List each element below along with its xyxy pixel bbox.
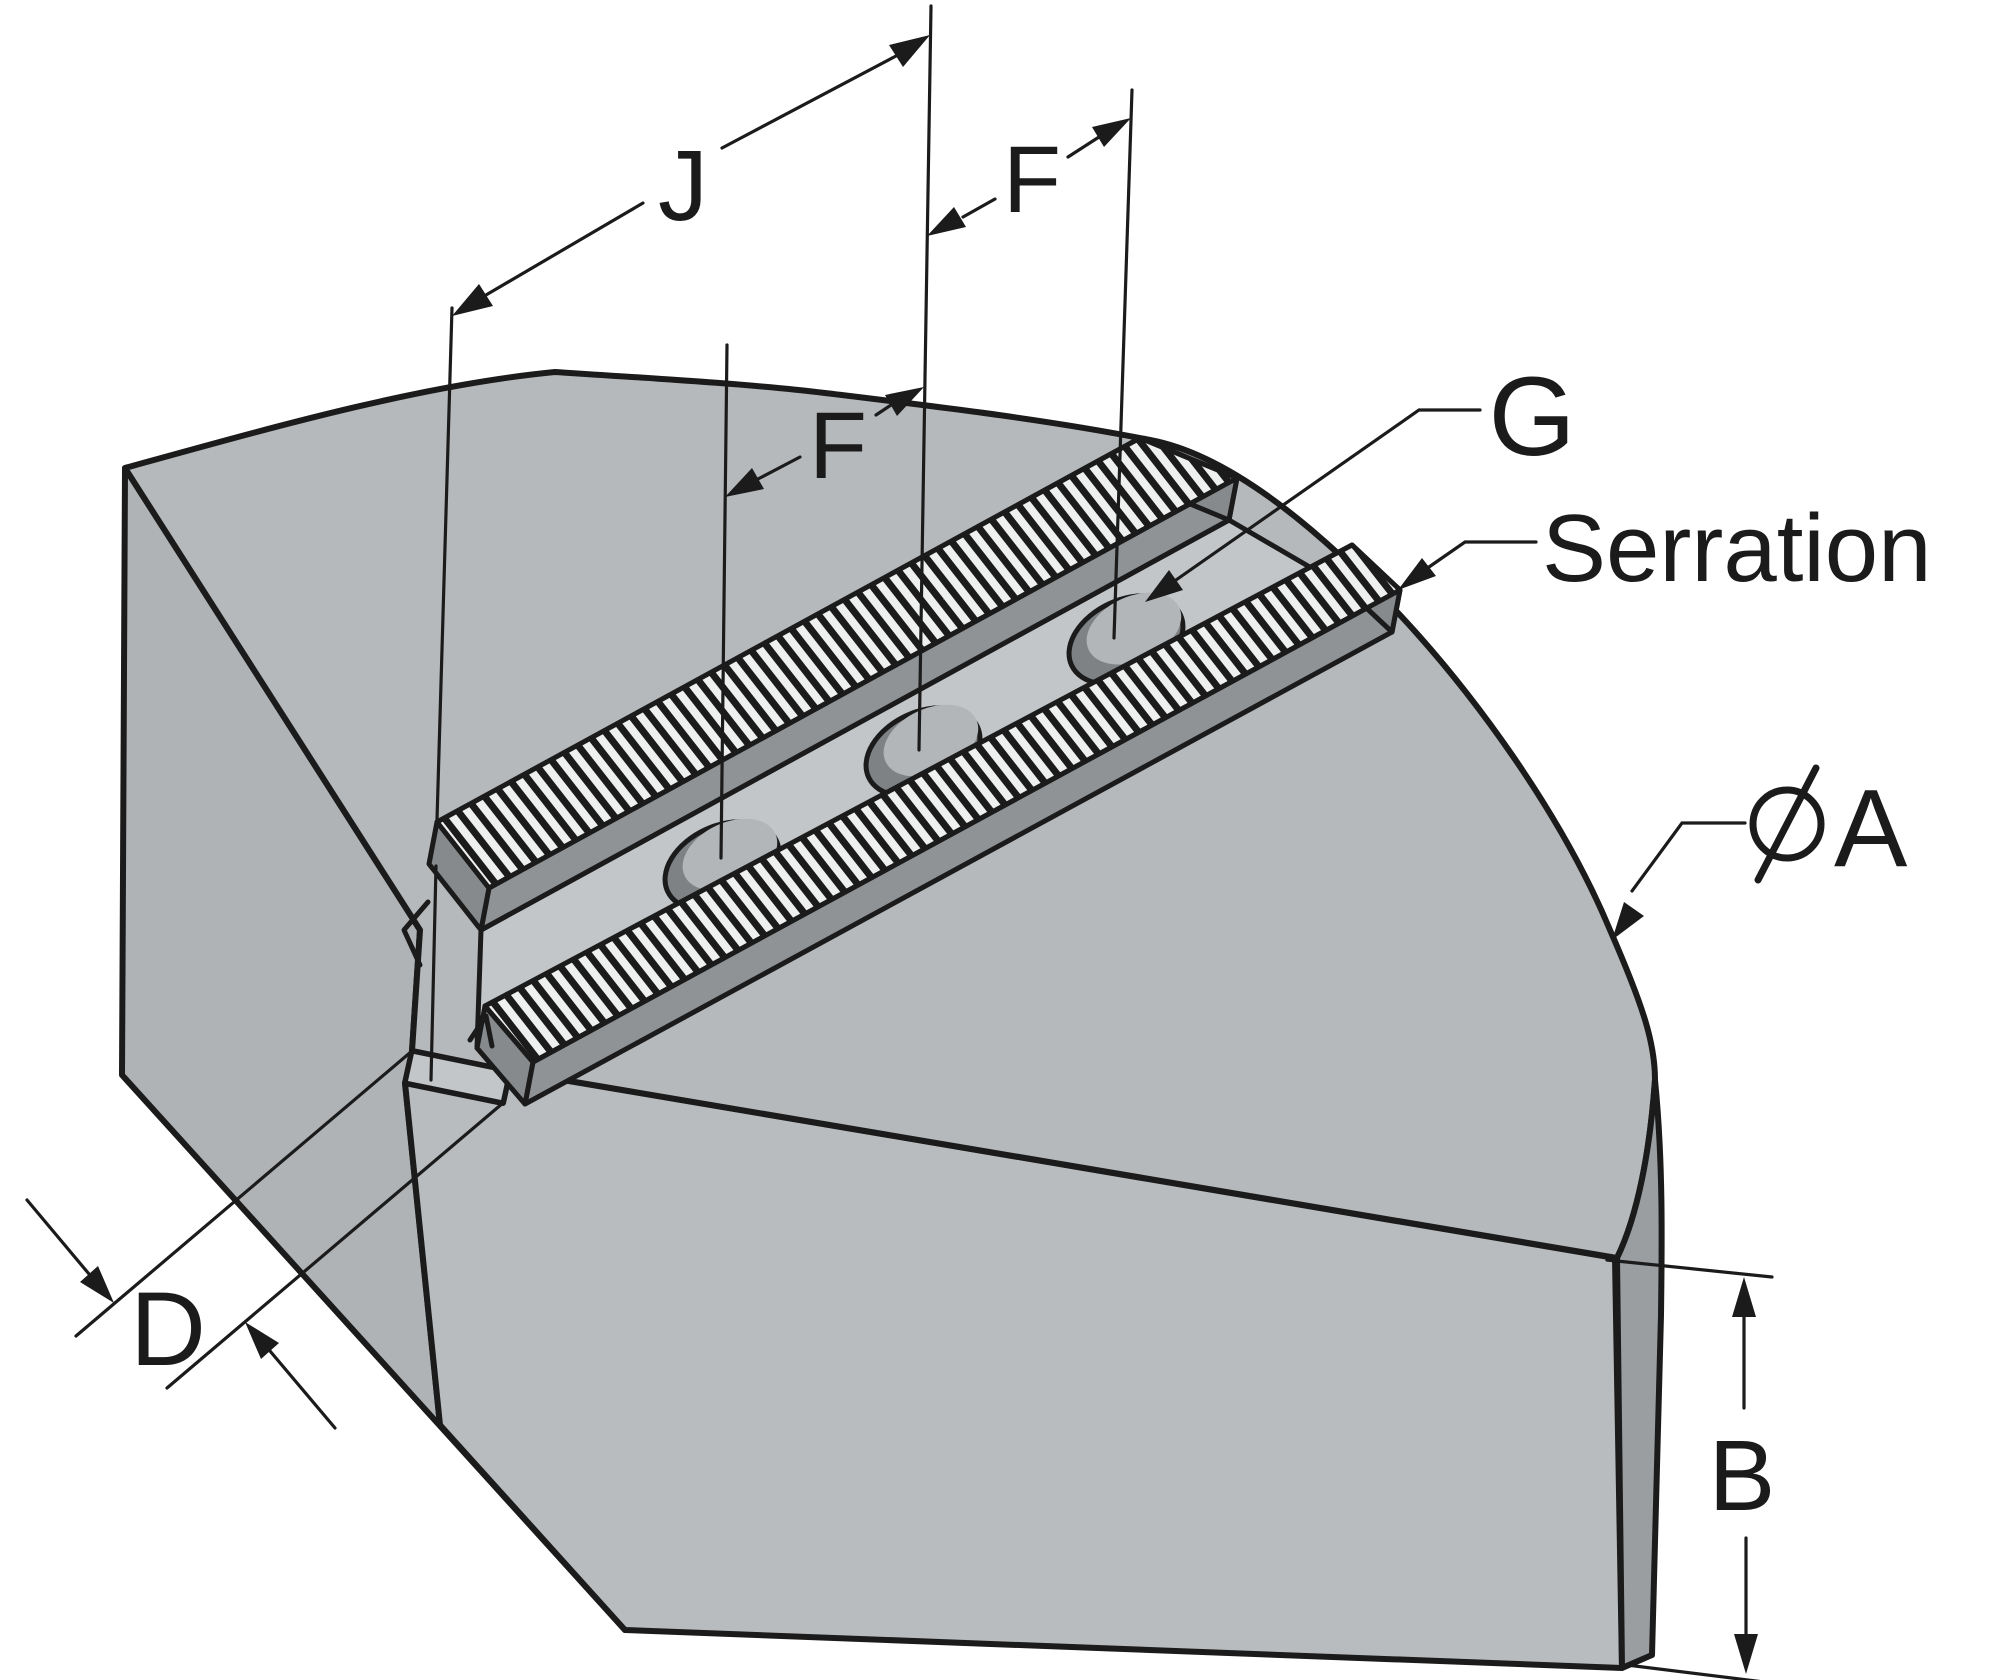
callout-serration-leader xyxy=(1427,540,1538,569)
dim-j-line-right xyxy=(720,54,898,150)
extension-line-step xyxy=(435,306,454,822)
callout-g-arrow xyxy=(1145,570,1183,602)
dim-b xyxy=(1605,1258,1774,1680)
dim-f-lower-line-right xyxy=(874,403,893,417)
callout-diameter-leader xyxy=(1630,821,1747,893)
callout-serration-arrow xyxy=(1398,558,1436,590)
callout-g xyxy=(1145,408,1482,602)
dim-f-lower-line-left xyxy=(756,455,802,481)
dim-f-upper-arrow-right xyxy=(1092,118,1131,147)
dim-j-arrow-left xyxy=(452,284,493,316)
callout-g-leader xyxy=(1174,408,1482,582)
serrated-rails xyxy=(401,435,1403,1107)
dim-f-lower-arrow-right xyxy=(885,387,924,416)
dim-d-arrow-lower xyxy=(245,1322,279,1359)
extension-lines xyxy=(429,4,1134,1082)
bolt-holes xyxy=(662,592,1186,913)
dim-d-arrow-upper xyxy=(80,1266,114,1303)
callout-diameter-arrow xyxy=(1612,902,1644,940)
dim-d-tail-upper xyxy=(25,1198,91,1276)
dim-b-ext-top xyxy=(1605,1258,1774,1279)
callout-g-label: G xyxy=(1488,354,1575,479)
serration-notch-jag xyxy=(401,899,431,968)
diameter-symbol-icon xyxy=(1749,764,1825,884)
dim-d-ext-upper xyxy=(74,1049,414,1338)
serration-notch-jag-2 xyxy=(467,1013,495,1049)
dim-f-lower xyxy=(725,387,924,497)
callout-diameter-label: A xyxy=(1834,767,1908,890)
dim-f-upper-label: F xyxy=(1003,127,1061,233)
extension-line-hole-1 xyxy=(719,343,729,860)
callout-serration-label: Serration xyxy=(1542,495,1932,602)
dim-b-arrow-bottom xyxy=(1734,1634,1758,1674)
dim-f-lower-arrow-left xyxy=(725,468,764,497)
dim-j-arrow-right xyxy=(889,35,930,67)
dim-b-ext-bottom xyxy=(1625,1663,1761,1680)
dim-d-ext-lower xyxy=(165,1101,505,1390)
extension-line-step-lower xyxy=(429,864,438,1082)
extension-line-hole-3 xyxy=(1112,88,1134,640)
dim-f-upper-line-left xyxy=(961,197,997,219)
callout-serration xyxy=(1398,540,1538,590)
dim-f-upper-line-right xyxy=(1066,135,1101,159)
dim-j xyxy=(452,35,930,316)
extension-line-hole-2 xyxy=(917,4,933,752)
dim-f-lower-label: F xyxy=(809,393,867,499)
dim-b-arrow-top xyxy=(1732,1277,1756,1317)
dim-f-upper-arrow-left xyxy=(927,207,966,236)
dim-f-upper xyxy=(927,118,1131,236)
dim-b-label: B xyxy=(1709,1420,1776,1532)
dim-j-label: J xyxy=(658,130,708,242)
back-rail-serrated-top xyxy=(434,435,1240,891)
callout-diameter xyxy=(1612,764,1825,940)
dim-j-line-left xyxy=(484,201,645,297)
front-rail-serrated-top xyxy=(482,542,1403,1065)
dim-d-tail-lower xyxy=(268,1349,337,1430)
outer-rim-face xyxy=(1614,1077,1665,1671)
dim-d-label: D xyxy=(130,1271,206,1388)
dim-d xyxy=(25,1049,505,1430)
